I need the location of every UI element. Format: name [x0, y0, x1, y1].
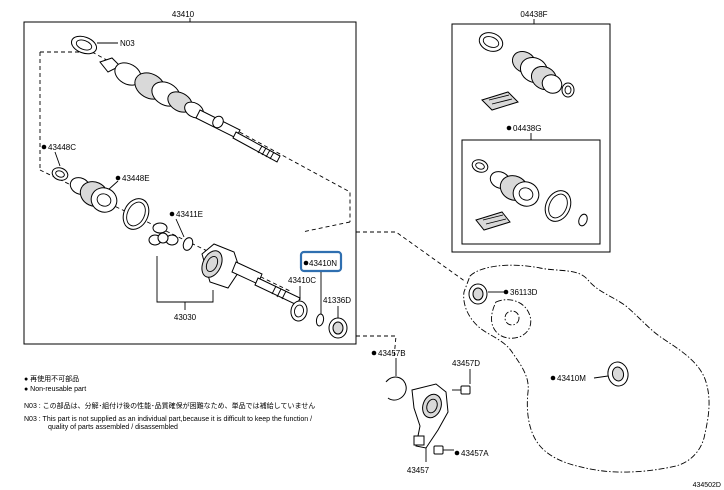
legend-non-reusable-ja: ● 再使用不可部品 — [24, 374, 79, 383]
bearing-bracket-43457[interactable] — [411, 383, 449, 449]
drive-shaft-assembly[interactable] — [99, 57, 281, 163]
note-n03-en-line1: N03 : This part is not supplied as an in… — [24, 416, 312, 423]
label-43457d[interactable]: 43457D — [452, 359, 480, 368]
snap-ring-small[interactable] — [315, 313, 325, 327]
seal-43410c[interactable] — [289, 300, 308, 322]
label-43410n[interactable]: 43410N — [309, 259, 337, 268]
tripod-joint[interactable] — [148, 222, 179, 246]
boot-43448e[interactable] — [68, 175, 121, 217]
label-43448c[interactable]: 43448C — [48, 143, 76, 152]
boot-kit-outer-frame — [451, 23, 611, 253]
label-43410[interactable]: 43410 — [172, 10, 195, 19]
clamp-43448c[interactable] — [50, 166, 69, 183]
highlight-box-43410n — [299, 250, 343, 273]
snap-ring-43411e[interactable] — [182, 236, 195, 251]
label-04438f[interactable]: 04438F — [520, 10, 547, 19]
label-43410m[interactable]: 43410M — [557, 374, 586, 383]
inboard-joint-housing[interactable] — [198, 243, 301, 306]
bolt-43457d[interactable] — [452, 385, 471, 395]
label-43030[interactable]: 43030 — [174, 313, 197, 322]
label-43410c[interactable]: 43410C — [288, 276, 316, 285]
boot-kit-outer-parts[interactable] — [477, 29, 575, 111]
label-36113d[interactable]: 36113D — [510, 288, 538, 297]
label-43457b[interactable]: 43457B — [378, 349, 406, 358]
note-n03-ja: N03 : この部品は、分解･組付け後の性能･品質確保が困難なため、単品では補給… — [24, 401, 315, 410]
clamp-ring[interactable] — [118, 194, 153, 233]
bolt-43457a[interactable] — [433, 445, 454, 455]
label-41336d[interactable]: 41336D — [323, 296, 351, 305]
boot-kit-inner-frame — [461, 139, 601, 245]
boot-kit-inner-parts[interactable] — [470, 158, 588, 231]
label-43448e[interactable]: 43448E — [122, 174, 150, 183]
note-n03-en-line2: quality of parts assembled / disassemble… — [48, 424, 178, 431]
label-43457[interactable]: 43457 — [407, 466, 430, 475]
label-43411e[interactable]: 43411E — [176, 210, 203, 219]
diagram-id: 434502D — [693, 482, 721, 489]
snap-ring-43457b[interactable] — [385, 376, 407, 401]
label-04438g[interactable]: 04438G — [513, 124, 541, 133]
transaxle-case-outline — [463, 264, 710, 473]
label-43457a[interactable]: 43457A — [461, 449, 489, 458]
legend-non-reusable-en: ● Non-reusable part — [24, 386, 86, 393]
label-n03[interactable]: N03 — [120, 39, 135, 48]
